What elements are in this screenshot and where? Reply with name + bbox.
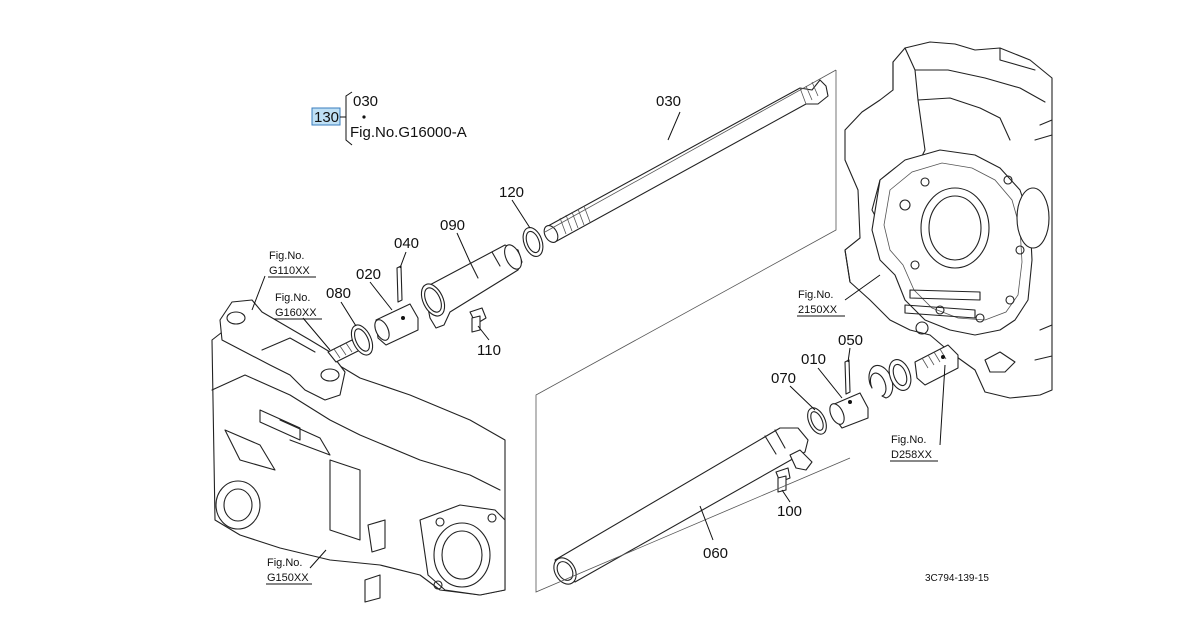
part-040-pin[interactable] — [396, 265, 403, 303]
callout-090[interactable]: 090 — [440, 217, 465, 234]
svg-text:Fig.No.: Fig.No. — [275, 292, 310, 304]
front-axle-housing — [211, 299, 506, 603]
part-070-oring[interactable] — [804, 405, 830, 437]
svg-text:2150XX: 2150XX — [798, 304, 838, 316]
callout-070[interactable]: 070 — [771, 370, 796, 387]
svg-text:G150XX: G150XX — [267, 572, 309, 584]
ref-g150[interactable]: Fig.No. G150XX — [266, 557, 312, 585]
part-010-bushing[interactable] — [827, 392, 869, 429]
upper-parts — [350, 79, 829, 356]
ref-d258[interactable]: Fig.No. D258XX — [890, 434, 938, 462]
bracket — [345, 91, 353, 146]
callout-120[interactable]: 120 — [499, 184, 524, 201]
svg-text:Fig.No.: Fig.No. — [269, 250, 304, 262]
part-030-shaft[interactable] — [541, 79, 829, 245]
assembly-note: 130 030 Fig.No.G16000-A — [311, 91, 467, 146]
svg-text:Fig.No.: Fig.No. — [891, 434, 926, 446]
leader-lines — [251, 111, 946, 569]
svg-text:Fig.No.: Fig.No. — [267, 557, 302, 569]
part-060-tube[interactable] — [549, 427, 813, 588]
callout-040[interactable]: 040 — [394, 235, 419, 252]
part-110-bolt[interactable] — [469, 307, 487, 333]
part-090-collar[interactable] — [417, 242, 525, 329]
lower-parts — [549, 359, 912, 588]
ref-2150[interactable]: Fig.No. 2150XX — [797, 289, 845, 317]
callout-100[interactable]: 100 — [777, 503, 802, 520]
bearing — [888, 359, 912, 391]
callout-110[interactable]: 110 — [477, 342, 501, 359]
figure-references: Fig.No. G110XX Fig.No. G160XX Fig.No. G1… — [266, 250, 938, 585]
callout-labels: 030 120 090 040 020 080 110 050 010 070 … — [326, 93, 863, 562]
svg-text:G160XX: G160XX — [275, 307, 317, 319]
fig-ref-note[interactable]: Fig.No.G16000-A — [350, 124, 467, 141]
part-120-oring[interactable] — [519, 225, 546, 259]
part-050-pin[interactable] — [844, 359, 851, 395]
svg-text:D258XX: D258XX — [891, 449, 933, 461]
callout-130[interactable]: 130 — [314, 109, 339, 126]
callout-080[interactable]: 080 — [326, 285, 351, 302]
callout-030-note[interactable]: 030 — [353, 93, 378, 110]
svg-text:G110XX: G110XX — [269, 265, 310, 277]
callout-030[interactable]: 030 — [656, 93, 681, 110]
callout-020[interactable]: 020 — [356, 266, 381, 283]
snap-ring — [868, 364, 894, 399]
ref-g110[interactable]: Fig.No. G110XX — [268, 250, 316, 278]
svg-text:Fig.No.: Fig.No. — [798, 289, 833, 301]
callout-060[interactable]: 060 — [703, 545, 728, 562]
callout-010[interactable]: 010 — [801, 351, 826, 368]
callout-050[interactable]: 050 — [838, 332, 863, 349]
transmission-housing — [844, 41, 1053, 399]
section-lines — [535, 69, 851, 593]
part-020-bushing[interactable] — [372, 303, 419, 346]
ref-g160[interactable]: Fig.No. G160XX — [274, 292, 322, 320]
drawing-code: 3C794-139-15 — [925, 573, 989, 584]
